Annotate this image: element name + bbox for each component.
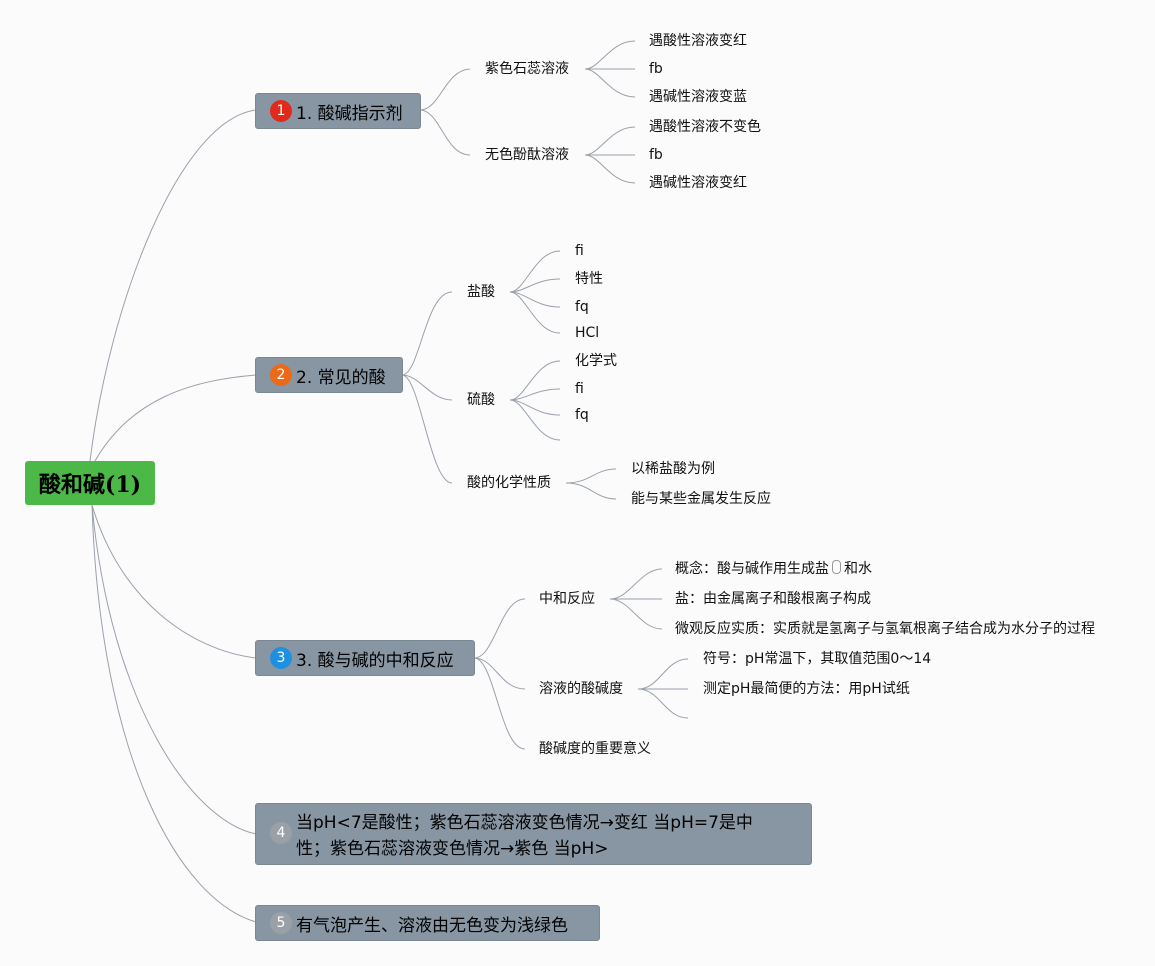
- topic-2-label: 2. 常见的酸: [296, 367, 386, 388]
- hcl-leaf-4[interactable]: HCl: [575, 325, 600, 341]
- hcl-leaf-3[interactable]: fq: [575, 299, 589, 315]
- topic-1-label: 1. 酸碱指示剂: [296, 103, 403, 124]
- neutralization-leaf-2[interactable]: 盐：由金属离子和酸根离子构成: [675, 591, 871, 607]
- h2so4-node[interactable]: 硫酸: [467, 392, 495, 408]
- number-2-badge-icon: 2: [270, 364, 292, 386]
- importance-node[interactable]: 酸碱度的重要意义: [539, 741, 651, 757]
- acidity-node[interactable]: 溶液的酸碱度: [539, 681, 623, 697]
- concept-text-end: 和水: [844, 561, 872, 577]
- h2so4-leaf-3[interactable]: fq: [575, 407, 589, 423]
- concept-text: 概念：酸与碱作用生成盐: [675, 561, 829, 577]
- topic-4[interactable]: 4 当pH<7是酸性；紫色石蕊溶液变色情况→变红 当pH=7是中性；紫色石蕊溶液…: [255, 803, 812, 865]
- root-node[interactable]: 酸和碱(1): [25, 461, 155, 505]
- phenol-leaf-2[interactable]: fb: [649, 147, 663, 163]
- litmus-leaf-2[interactable]: fb: [649, 61, 663, 77]
- hcl-leaf-1[interactable]: fi: [575, 243, 584, 259]
- phenol-leaf-1[interactable]: 遇酸性溶液不变色: [649, 119, 761, 135]
- topic-2[interactable]: 2 2. 常见的酸: [255, 357, 403, 393]
- neutralization-node[interactable]: 中和反应: [539, 591, 595, 607]
- litmus-leaf-1[interactable]: 遇酸性溶液变红: [649, 33, 747, 49]
- hcl-leaf-2[interactable]: 特性: [575, 271, 603, 287]
- h2so4-leaf-2[interactable]: fi: [575, 381, 584, 397]
- number-1-badge-icon: 1: [270, 100, 292, 122]
- number-5-badge-icon: 5: [270, 912, 292, 934]
- hcl-node[interactable]: 盐酸: [467, 284, 495, 300]
- acidity-leaf-1[interactable]: 符号：pH常温下，其取值范围0～14: [703, 651, 932, 667]
- phenol-leaf-3[interactable]: 遇碱性溶液变红: [649, 175, 747, 191]
- mouse-icon: [832, 560, 841, 574]
- topic-5-label: 有气泡产生、溶液由无色变为浅绿色: [296, 915, 568, 936]
- neutralization-leaf-1[interactable]: 概念：酸与碱作用生成盐和水: [675, 560, 872, 578]
- litmus-node[interactable]: 紫色石蕊溶液: [485, 61, 569, 77]
- acidity-leaf-2[interactable]: 测定pH最简便的方法：用pH试纸: [703, 681, 910, 697]
- litmus-leaf-3[interactable]: 遇碱性溶液变蓝: [649, 89, 747, 105]
- topic-4-label: 当pH<7是酸性；紫色石蕊溶液变色情况→变红 当pH=7是中性；紫色石蕊溶液变色…: [296, 813, 753, 859]
- topic-3-label: 3. 酸与碱的中和反应: [296, 650, 454, 671]
- topic-3[interactable]: 3 3. 酸与碱的中和反应: [255, 640, 475, 676]
- acid-props-node[interactable]: 酸的化学性质: [467, 475, 551, 491]
- number-4-badge-icon: 4: [270, 822, 292, 844]
- number-3-badge-icon: 3: [270, 647, 292, 669]
- acid-props-leaf-2[interactable]: 能与某些金属发生反应: [631, 491, 771, 507]
- root-title: 酸和碱(1): [38, 472, 142, 498]
- phenol-node[interactable]: 无色酚酞溶液: [485, 147, 569, 163]
- h2so4-leaf-1[interactable]: 化学式: [575, 353, 617, 369]
- topic-1[interactable]: 1 1. 酸碱指示剂: [255, 93, 421, 129]
- topic-5[interactable]: 5 有气泡产生、溶液由无色变为浅绿色: [255, 905, 600, 941]
- acid-props-leaf-1[interactable]: 以稀盐酸为例: [631, 461, 715, 477]
- neutralization-leaf-3[interactable]: 微观反应实质：实质就是氢离子与氢氧根离子结合成为水分子的过程: [675, 621, 1095, 637]
